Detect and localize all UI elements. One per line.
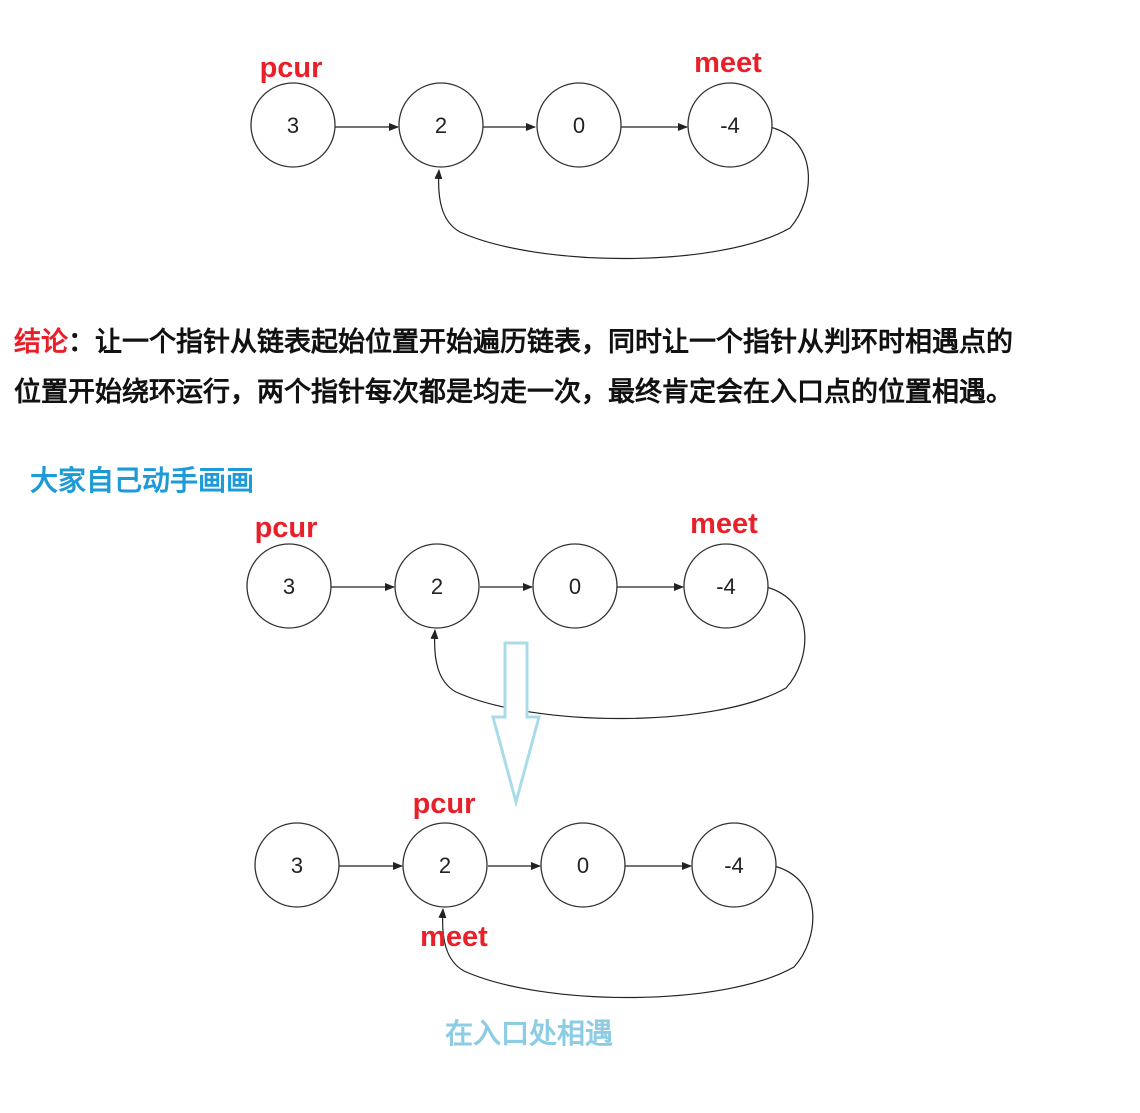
meet-label: meet [690, 508, 758, 540]
hint-text: 大家自己动手画画 [30, 464, 255, 497]
node-value: 0 [569, 574, 581, 599]
node-value: -4 [724, 853, 744, 878]
node-value: 3 [283, 574, 295, 599]
node-value: -4 [716, 574, 736, 599]
conclusion-text: 位置开始绕环运行，两个指针每次都是均走一次，最终肯定会在入口点的位置相遇。 [14, 377, 1013, 408]
list-node: 0 [536, 82, 622, 168]
node-value: 2 [439, 853, 451, 878]
node-value: 3 [287, 113, 299, 138]
cycle-edge-arrow [434, 126, 809, 260]
conclusion-label: 结论 [14, 327, 68, 358]
list-node: 3 [246, 543, 332, 629]
list-node: -4 [687, 82, 773, 168]
list-node: 3 [250, 82, 336, 168]
node-value: -4 [720, 113, 740, 138]
pcur-label: pcur [260, 52, 323, 84]
down-arrow-icon [491, 641, 541, 808]
diagram-bottom: 3 2 0 -4 pcur meet [254, 788, 814, 999]
list-node: 2 [402, 822, 488, 908]
pcur-label: pcur [413, 788, 476, 820]
conclusion-line-1: 结论：让一个指针从链表起始位置开始遍历链表，同时让一个指针从判环时相遇点的 [14, 329, 1013, 356]
diagram-top: 3 2 0 -4 pcur meet [250, 47, 809, 260]
node-value: 3 [291, 853, 303, 878]
node-value: 0 [577, 853, 589, 878]
node-value: 0 [573, 113, 585, 138]
diagram-middle: 3 2 0 -4 pcur meet [246, 508, 806, 720]
list-node: 0 [532, 543, 618, 629]
list-node: 2 [394, 543, 480, 629]
cycle-edge-arrow [438, 865, 814, 999]
list-node: 2 [398, 82, 484, 168]
meet-label: meet [694, 47, 762, 79]
list-node: 3 [254, 822, 340, 908]
conclusion-line-2: 位置开始绕环运行，两个指针每次都是均走一次，最终肯定会在入口点的位置相遇。 [14, 379, 1013, 406]
list-node: -4 [683, 543, 769, 629]
node-value: 2 [435, 113, 447, 138]
list-node: -4 [691, 822, 777, 908]
pcur-label: pcur [255, 512, 318, 544]
caption-text: 在入口处相遇 [445, 1017, 614, 1050]
meet-label: meet [420, 921, 488, 953]
node-value: 2 [431, 574, 443, 599]
cycle-edge-arrow [430, 586, 806, 720]
conclusion-text: ：让一个指针从链表起始位置开始遍历链表，同时让一个指针从判环时相遇点的 [68, 327, 1013, 358]
list-node: 0 [540, 822, 626, 908]
